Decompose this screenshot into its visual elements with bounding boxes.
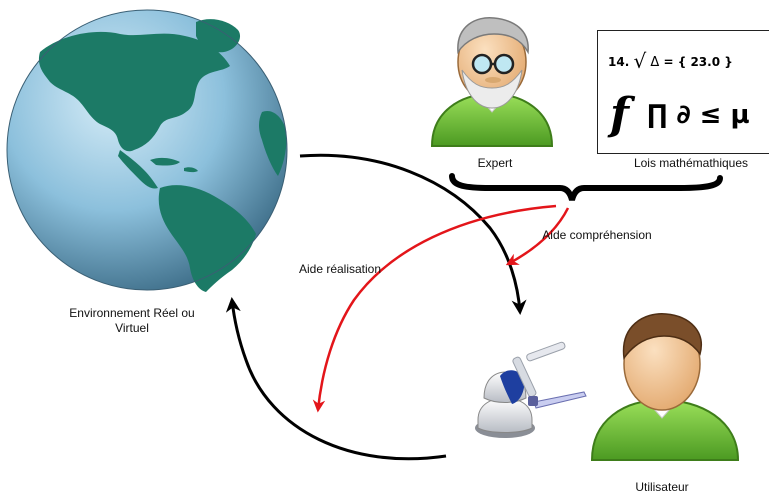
math-formula-line2: f∏ ∂ ≤ µ xyxy=(610,89,750,140)
label-aid-comprehension: Aide compréhension xyxy=(542,228,652,242)
arrow-environment-to-robot xyxy=(299,153,527,315)
arrow-aid-comprehension xyxy=(505,207,570,266)
user-person-icon xyxy=(590,313,740,461)
label-aid-realisation: Aide réalisation xyxy=(298,262,382,276)
label-user: Utilisateur xyxy=(635,480,689,494)
expert-person-icon xyxy=(430,17,554,147)
arrow-aid-realisation xyxy=(312,204,557,413)
label-expert: Expert xyxy=(477,156,513,170)
globe-icon xyxy=(6,9,288,292)
math-formula-line1: 14. √ Δ = { 23.0 } xyxy=(608,49,733,73)
label-math-laws: Lois mathémathiques xyxy=(633,156,749,170)
arrow-user-to-environment xyxy=(225,297,447,461)
math-laws-box: 14. √ Δ = { 23.0 } ∫ f∏ ∂ ≤ µ xyxy=(597,30,769,154)
grouping-brace xyxy=(449,173,723,201)
label-environment: Environnement Réel ou Virtuel xyxy=(69,306,195,335)
haptic-robot-icon xyxy=(475,341,587,438)
